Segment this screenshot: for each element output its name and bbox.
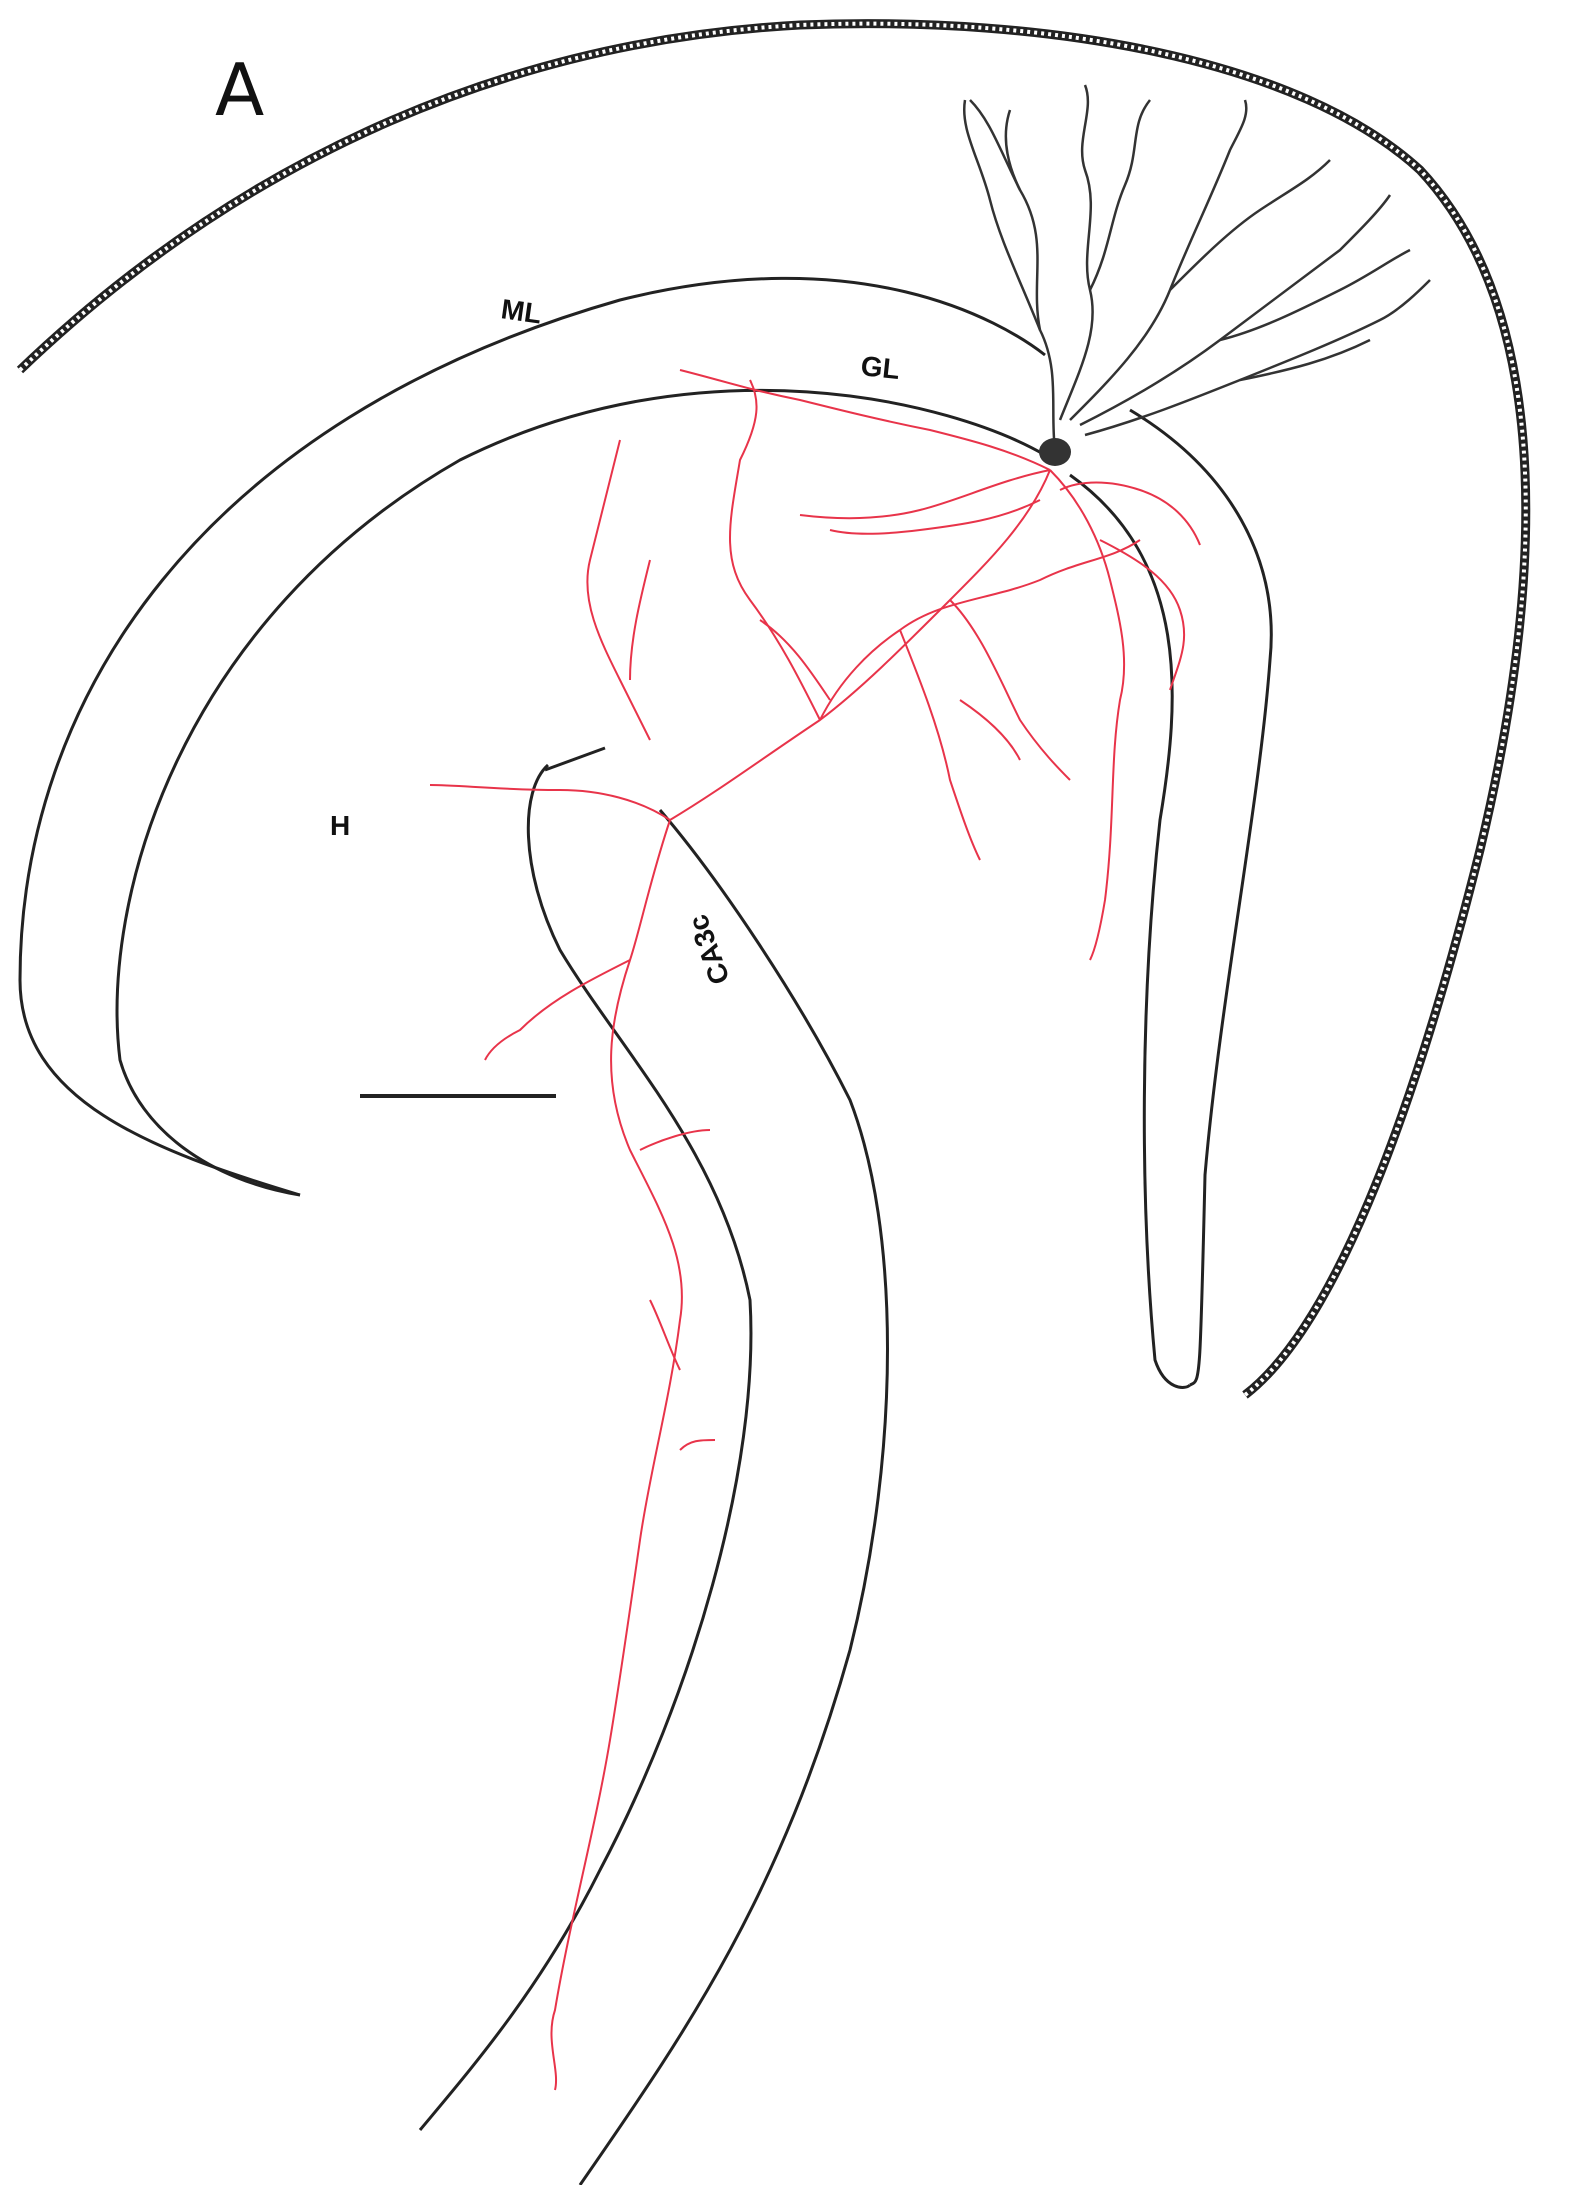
outer-boundary [16, 19, 1531, 1399]
outer-boundary-hatch [18, 21, 1528, 1397]
right-blade-outer-edge [1129, 408, 1273, 1387]
dendritic-tree [962, 84, 1431, 451]
ca3c-cap [544, 746, 606, 772]
neuron-soma [1039, 438, 1071, 466]
ca3c-outer-edge [578, 809, 889, 2185]
ca3c-label: CA3c [682, 911, 736, 989]
right-blade-inner-edge [1069, 473, 1192, 1389]
axon-arbor [429, 369, 1201, 2091]
ml-label: ML [499, 293, 543, 329]
granule-layer-outer-edge [18, 276, 1046, 1197]
panel-label: A [215, 48, 264, 132]
h-label: H [330, 810, 350, 841]
ca3c-inner-edge [418, 763, 753, 2131]
granule-layer-inner-edge [115, 388, 1046, 1197]
gl-label: GL [859, 350, 901, 385]
